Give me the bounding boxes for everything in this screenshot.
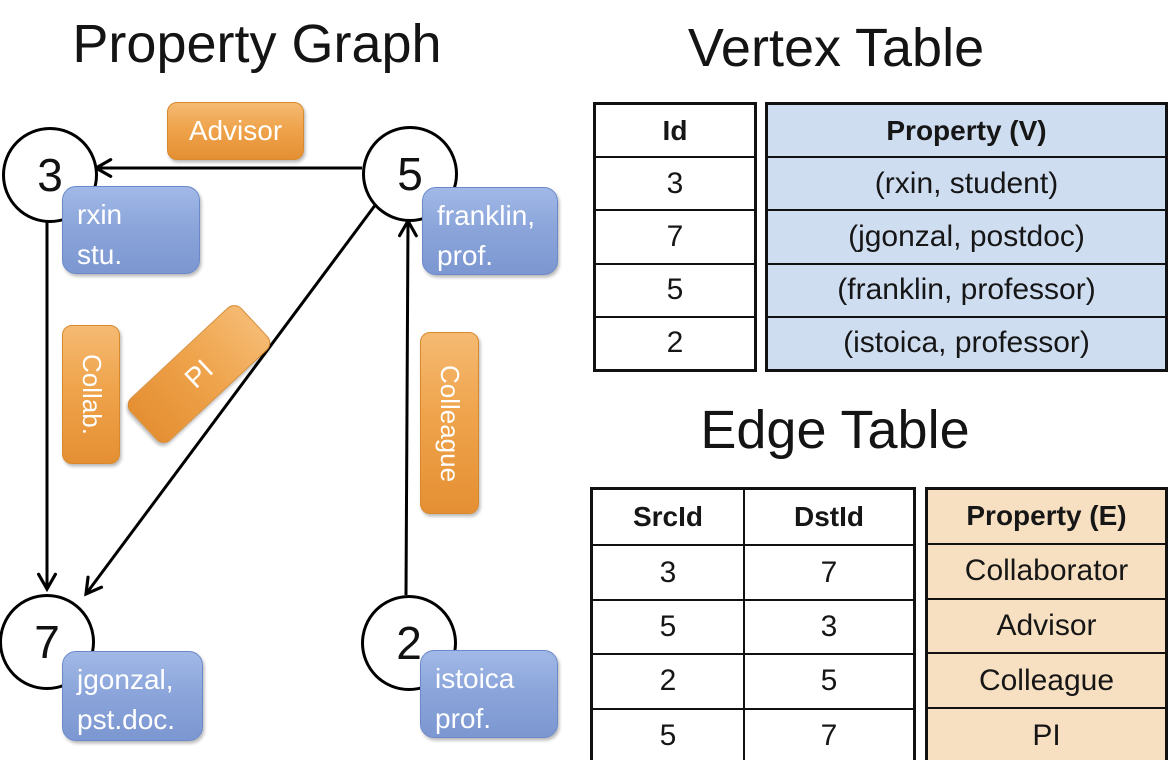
edge-table-cell-srcid: 5	[593, 707, 743, 760]
vertex-table-cell-id: 3	[596, 156, 754, 209]
edge-table-cell-dstid: 7	[743, 707, 913, 760]
edge-table-cell-srcid: 3	[593, 544, 743, 598]
edge-table-property-column: Property (E) Collaborator Advisor Collea…	[925, 487, 1168, 760]
vertex-tag-jgonzal: jgonzal, pst.doc.	[62, 651, 203, 741]
edge-table-id-columns: SrcId DstId 3 7 5 3 2 5 5 7	[590, 487, 916, 760]
edge-table-cell-property: Collaborator	[928, 542, 1165, 598]
property-graph-title: Property Graph	[72, 14, 442, 74]
edge-table-title: Edge Table	[700, 400, 970, 460]
vertex-tag-line1: jgonzal,	[77, 664, 174, 695]
vertex-tag-rxin: rxin stu.	[62, 186, 200, 274]
vertex-tag-line1: istoica	[435, 663, 515, 694]
node-id: 5	[397, 148, 423, 200]
vertex-tag-line2: prof.	[435, 703, 492, 734]
edge-table-cell-srcid: 5	[593, 598, 743, 653]
edge-label-advisor: Advisor	[167, 102, 304, 160]
edge-pi-5-to-7	[86, 203, 378, 594]
vertex-table-cell-id: 7	[596, 209, 754, 262]
vertex-table-cell-id: 5	[596, 262, 754, 316]
edge-table-cell-srcid: 2	[593, 653, 743, 707]
graph-edges-layer	[0, 0, 580, 760]
vertex-table-cell-property: (istoica, professor)	[768, 315, 1165, 370]
graph-node-5: 5	[362, 126, 458, 222]
edge-table-cell-dstid: 3	[743, 598, 913, 654]
graph-node-3: 3	[2, 127, 98, 223]
vertex-table-property-column: Property (V) (rxin, student) (jgonzal, p…	[765, 102, 1168, 372]
edge-table-cell-dstid: 7	[743, 544, 913, 599]
vertex-tag-franklin: franklin, prof.	[422, 187, 558, 275]
node-id: 2	[396, 617, 422, 669]
vertex-table-title: Vertex Table	[687, 18, 985, 78]
vertex-tag-line1: rxin	[77, 199, 123, 230]
vertex-table-header-id: Id	[662, 114, 688, 146]
edge-table-header-srcid: SrcId	[632, 501, 704, 533]
vertex-table-cell-property: (jgonzal, postdoc)	[768, 209, 1165, 263]
vertex-table-cell-property: (franklin, professor)	[768, 262, 1165, 316]
vertex-table-id-column: Id 3 7 5 2	[593, 102, 757, 372]
vertex-table-cell-property: (rxin, student)	[768, 156, 1165, 210]
vertex-tag-line2: pst.doc.	[77, 704, 176, 735]
vertex-tag-line2: stu.	[77, 239, 123, 270]
vertex-tag-line1: franklin,	[437, 200, 536, 231]
edge-label-text: PI	[178, 353, 219, 394]
edge-table-cell-property: PI	[928, 707, 1165, 760]
edge-table-cell-property: Advisor	[928, 597, 1165, 653]
edge-label-text: Collab.	[76, 354, 107, 435]
edge-label-text: Colleague	[435, 364, 465, 482]
edge-table-header-property: Property (E)	[928, 490, 1165, 543]
edge-table-cell-dstid: 5	[743, 653, 913, 708]
vertex-tag-istoica: istoica prof.	[420, 650, 558, 738]
edge-label-collab: Collab.	[62, 325, 120, 464]
vertex-table-header-property: Property (V)	[768, 105, 1165, 157]
edge-table-header-dstid: DstId	[743, 490, 913, 545]
node-id: 7	[34, 616, 60, 668]
node-id: 3	[37, 149, 63, 201]
edge-colleague-2-to-5	[406, 221, 408, 596]
vertex-table-cell-id: 2	[596, 315, 754, 369]
edge-label-text: Advisor	[188, 115, 283, 146]
edge-label-colleague: Colleague	[420, 332, 479, 514]
vertex-tag-line2: prof.	[437, 240, 494, 271]
edge-table-cell-property: Colleague	[928, 652, 1165, 708]
